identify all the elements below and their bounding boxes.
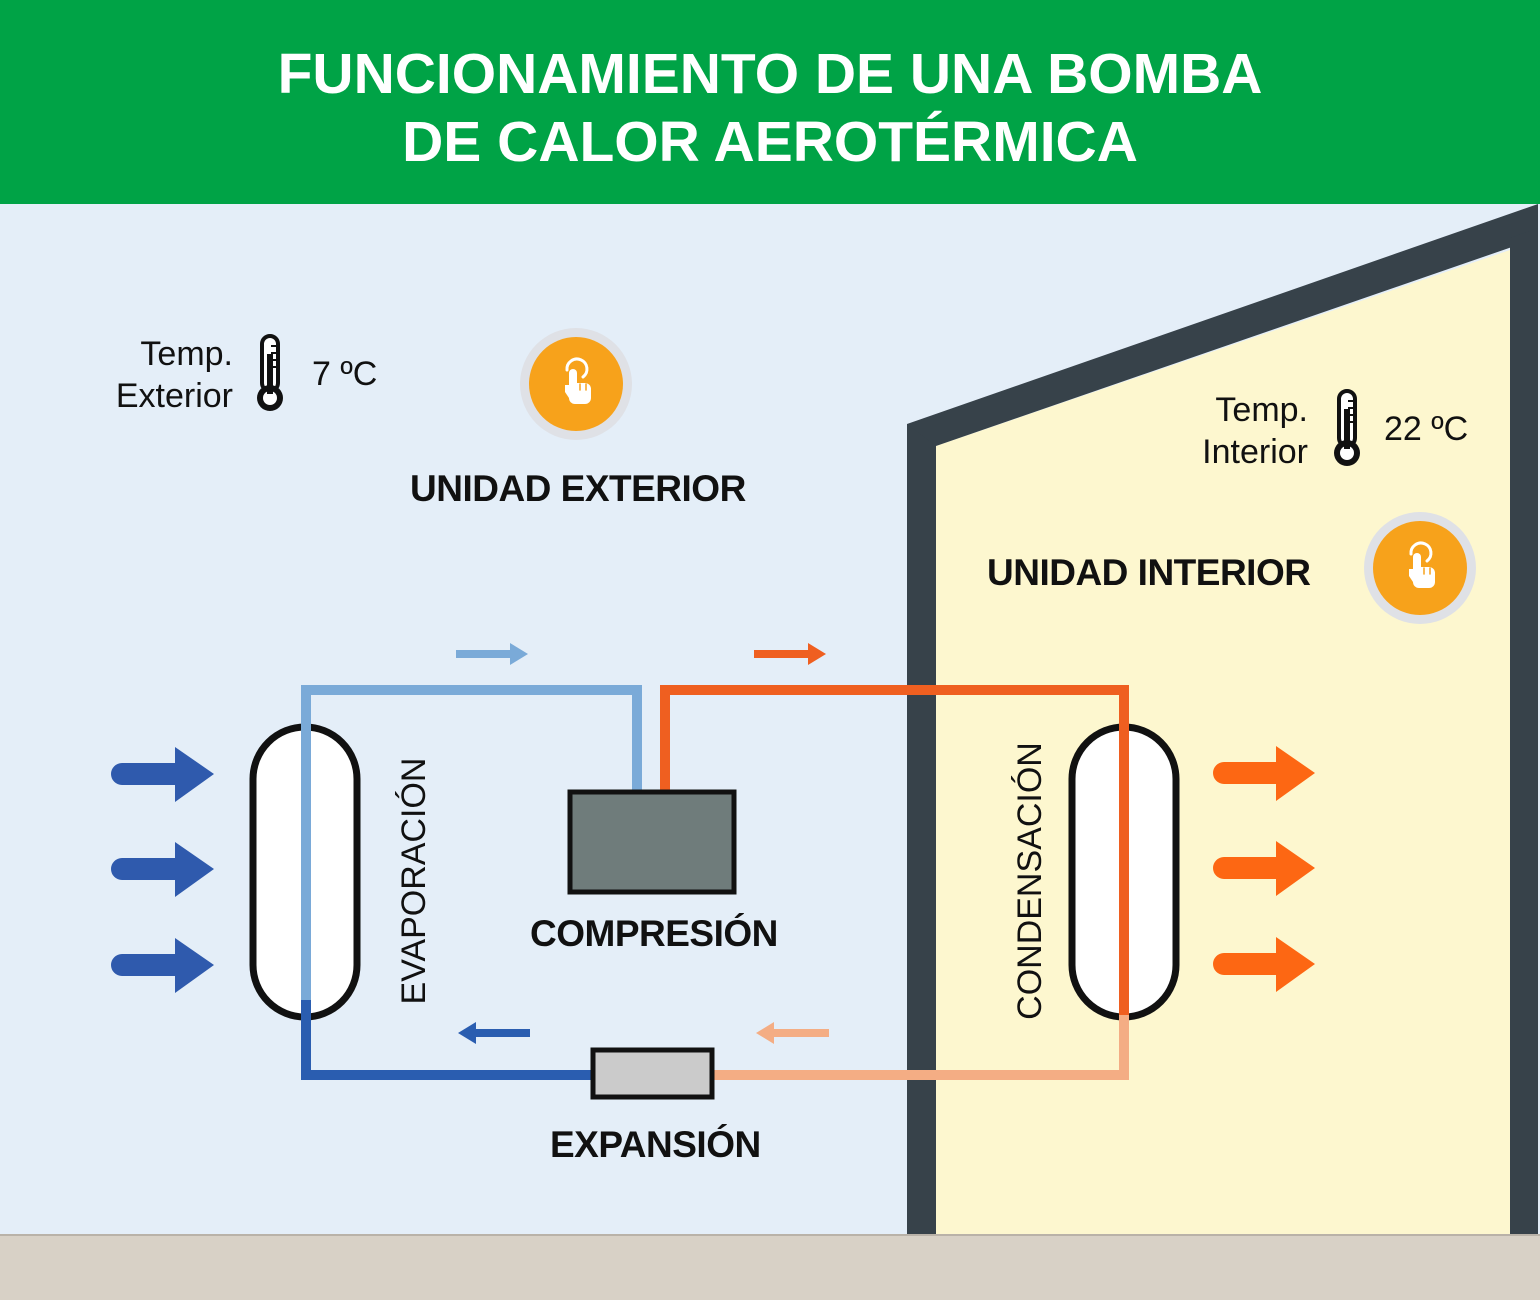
condensation-label: CONDENSACIÓN <box>1011 742 1049 1020</box>
flow-arrow-cold-bottom <box>458 1022 530 1044</box>
interior-temp-label-line-2: Interior <box>1202 433 1308 471</box>
air-arrows-out <box>1213 746 1315 992</box>
compression-label: COMPRESIÓN <box>530 913 778 954</box>
tap-hand-icon <box>1409 541 1435 588</box>
house-roof <box>907 204 1538 446</box>
evaporation-label: EVAPORACIÓN <box>395 757 433 1005</box>
tap-hand-icon <box>565 357 591 404</box>
exterior-unit-label: UNIDAD EXTERIOR <box>410 468 746 509</box>
ground <box>0 1234 1540 1300</box>
exterior-info-button[interactable] <box>520 328 632 440</box>
flow-arrow-cold-top <box>456 643 528 665</box>
expansion-label: EXPANSIÓN <box>550 1124 761 1165</box>
interior-unit-label: UNIDAD INTERIOR <box>987 552 1311 593</box>
thermometer-icon <box>257 334 283 411</box>
compressor <box>567 789 737 895</box>
pipe-cold-suction <box>301 685 642 1030</box>
pipe-hot-discharge <box>660 685 1129 1020</box>
thermometer-icon <box>1334 389 1360 466</box>
pipe-hot-return <box>712 1015 1129 1080</box>
page-title: FUNCIONAMIENTO DE UNA BOMBA DE CALOR AER… <box>0 40 1540 176</box>
house-wall-left <box>907 424 936 1240</box>
flow-arrow-hot-top <box>754 643 826 665</box>
title-line-2: DE CALOR AEROTÉRMICA <box>402 110 1138 174</box>
interior-temp-label-line-1: Temp. <box>1215 391 1308 429</box>
expansion-valve <box>590 1047 715 1100</box>
header-bar <box>0 0 1540 204</box>
exterior-temp-label-line-2: Exterior <box>115 377 233 415</box>
exterior-temp-value: 7 ºC <box>312 355 378 393</box>
air-arrows-in <box>111 747 214 993</box>
interior-temp-value: 22 ºC <box>1384 410 1469 448</box>
exterior-temp-label-line-1: Temp. <box>140 335 233 373</box>
interior-temp-label: Temp. Interior <box>1136 389 1308 473</box>
title-line-1: FUNCIONAMIENTO DE UNA BOMBA <box>277 42 1263 106</box>
pipe-cold-liquid <box>301 1000 595 1080</box>
interior-info-button[interactable] <box>1364 512 1476 624</box>
exterior-temp-label: Temp. Exterior <box>60 333 233 417</box>
flow-arrow-hot-bottom <box>756 1022 829 1044</box>
house-wall-right <box>1510 228 1538 1240</box>
